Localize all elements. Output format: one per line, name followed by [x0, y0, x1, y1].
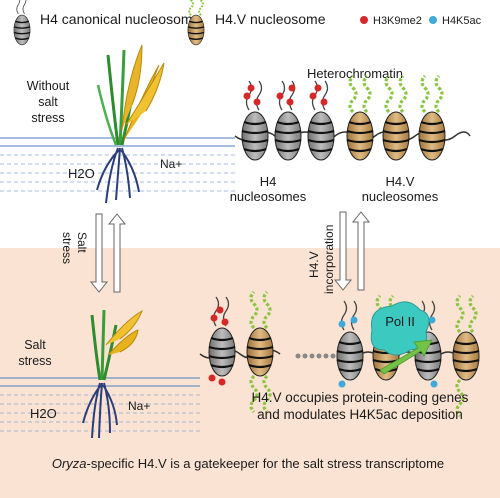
transcription-arrow-icon [379, 339, 433, 375]
caption: Oryza-specific H4.V is a gatekeeper for … [52, 456, 444, 471]
rice-plant-healthy [96, 44, 165, 204]
h4-nucleosome-array-top [240, 80, 336, 162]
h4v-nucleosomes-label-2: nucleosomes [362, 189, 439, 204]
no-salt-label-2: salt [38, 95, 58, 109]
h3k9me2-marker-icon [360, 16, 368, 24]
salt-stress-arrows [89, 213, 127, 293]
salt-label-1: Salt [24, 338, 46, 352]
legend-h4k5ac-label: H4K5ac [442, 15, 482, 27]
h4-nucleosomes-label-2: nucleosomes [230, 189, 307, 204]
incorporation-label-2: incorporation [322, 225, 336, 294]
ellipsis-dots [295, 353, 336, 359]
description-line-2: and modulates H4K5ac deposition [257, 407, 463, 422]
legend: H4 canonical nucleosome H4.V nucleosome … [13, 0, 482, 46]
salt-stress-label-1: Salt [75, 232, 89, 253]
sodium-label-bottom: Na+ [128, 399, 150, 413]
pol2-label: Pol II [385, 314, 415, 329]
water-label-top: H2O [68, 166, 95, 181]
no-salt-label-3: stress [31, 111, 64, 125]
h4v-nucleosomes-label-1: H4.V [386, 174, 415, 189]
rice-plant-stressed [82, 309, 143, 439]
legend-h3k9me2-label: H3K9me2 [373, 15, 422, 27]
description-line-1: H4.V occupies protein-coding genes [252, 390, 469, 405]
legend-h4v-label: H4.V nucleosome [215, 11, 326, 27]
h4k5ac-marker-icon [429, 16, 437, 24]
salt-stress-label-2: stress [60, 232, 74, 264]
bottom-panel-bg [0, 248, 500, 498]
salt-label-2: stress [18, 354, 51, 368]
heterochromatin-label: Heterochromatin [307, 66, 403, 81]
no-salt-label-1: Without [27, 79, 70, 93]
legend-h4-label: H4 canonical nucleosome [40, 11, 201, 27]
h4-nucleosomes-label-1: H4 [260, 174, 277, 189]
incorporation-arrows [333, 211, 371, 291]
sodium-label-top: Na+ [160, 157, 182, 171]
water-label-bottom: H2O [30, 406, 57, 421]
incorporation-label-1: H4.V [307, 251, 321, 278]
mixed-nucleosome-array-left [207, 290, 275, 414]
